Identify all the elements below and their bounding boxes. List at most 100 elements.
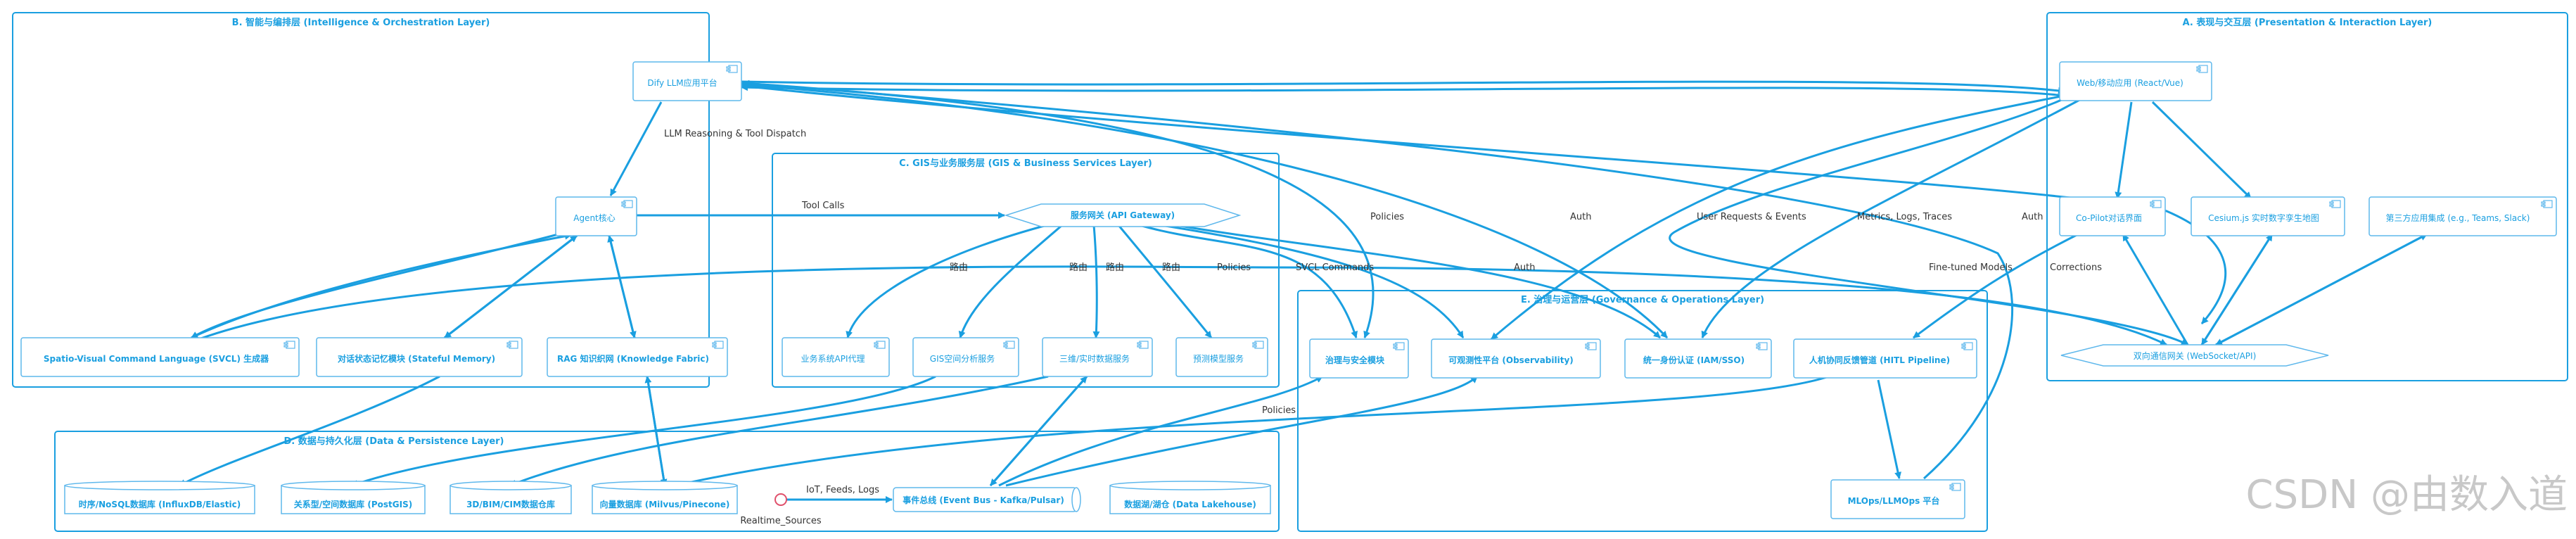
component-icon — [2150, 200, 2162, 208]
label-bim-db: 3D/BIM/CIM数据仓库 — [466, 499, 555, 509]
component-icons — [283, 65, 2553, 491]
edge-label-policies-3: Policies — [1262, 405, 1296, 416]
node-api-gateway — [1004, 203, 1242, 227]
label-realtime-3d: 三维/实时数据服务 — [1059, 353, 1130, 364]
label-third-party: 第三方应用集成 (e.g., Teams, Slack) — [2386, 213, 2530, 223]
label-gis-analysis: GIS空间分析服务 — [930, 353, 995, 364]
label-vector-db: 向量数据库 (Milvus/Pinecone) — [600, 499, 730, 509]
layer-e-box — [1297, 290, 1988, 532]
node-mlops — [1830, 479, 1965, 519]
label-lakehouse: 数据湖/湖仓 (Data Lakehouse) — [1124, 499, 1256, 509]
layer-a-title: A. 表现与交互层 (Presentation & Interaction La… — [2183, 17, 2432, 28]
edge-label-routing-1: 路由 — [950, 262, 968, 273]
node-event-bus — [893, 487, 1081, 512]
edge-label-routing-4: 路由 — [1162, 262, 1180, 273]
layer-b-title: B. 智能与编排层 (Intelligence & Orchestration … — [232, 17, 490, 28]
edge-label-svcl-commands: SVCL Commands — [1296, 262, 1374, 273]
node-bim-db — [449, 481, 572, 514]
node-rag — [547, 337, 728, 377]
label-realtime-sources: Realtime_Sources — [740, 516, 822, 526]
node-memory — [316, 337, 523, 377]
watermark: CSDN @由数入道 — [2246, 472, 2568, 518]
edge-label-policies-1: Policies — [1217, 262, 1251, 273]
label-dify: Dify LLM应用平台 — [647, 77, 717, 88]
label-relational-db: 关系型/空间数据库 (PostGIS) — [294, 499, 412, 509]
label-iam: 统一身份认证 (IAM/SSO) — [1643, 355, 1745, 365]
edge-label-metrics: Metrics, Logs, Traces — [1857, 212, 1952, 222]
edge-label-auth-3: Auth — [2022, 212, 2043, 222]
node-agent — [555, 196, 637, 236]
layer-a-box — [2046, 12, 2568, 381]
layer-d-title: D. 数据与持久化层 (Data & Persistence Layer) — [284, 436, 504, 447]
component-icon — [874, 341, 886, 349]
node-hitl — [1793, 338, 1977, 379]
edge-mlops-dify — [742, 80, 2013, 480]
edge-label-iot: IoT, Feeds, Logs — [806, 485, 879, 495]
component-icon — [1003, 341, 1015, 349]
node-vector-db — [592, 481, 738, 514]
edge-eventbus-3d — [989, 376, 1088, 486]
label-copilot: Co-Pilot对话界面 — [2076, 213, 2142, 223]
edge-web-iam — [1701, 97, 2083, 338]
label-timeseries-db: 时序/NoSQL数据库 (InfluxDB/Elastic) — [79, 499, 241, 509]
label-observability: 可观测性平台 (Observability) — [1448, 355, 1574, 365]
node-iam — [1624, 338, 1772, 379]
label-cesium: Cesium.js 实时数字孪生地图 — [2208, 213, 2319, 223]
node-gis-analysis — [912, 337, 1019, 377]
node-predict — [1175, 337, 1268, 377]
node-copilot — [2059, 196, 2166, 236]
edge-web-observ — [1491, 94, 2069, 341]
edge-gw-observ — [1160, 224, 1465, 338]
edge-third-ws — [2215, 233, 2428, 346]
edge-ws-copilot — [2122, 234, 2189, 345]
node-dify — [632, 61, 742, 101]
label-rag: RAG 知识织网 (Knowledge Fabric) — [557, 353, 709, 364]
edge-gw-predict — [1117, 224, 1213, 338]
component-icon — [621, 200, 633, 208]
label-biz-api: 业务系统API代理 — [801, 353, 865, 364]
node-governance — [1309, 338, 1409, 379]
component-icon — [2541, 200, 2553, 208]
label-api-gateway: 服务网关 (API Gateway) — [1071, 210, 1175, 220]
node-realtime-3d — [1042, 337, 1153, 377]
component-icon — [726, 65, 738, 73]
node-biz-api — [782, 337, 890, 377]
component-icon — [1252, 341, 1264, 349]
edge-hitl-vector — [675, 375, 1830, 488]
component-icon — [1949, 483, 1961, 491]
edge-cesium-ws — [2200, 234, 2274, 345]
component-icon — [1585, 342, 1597, 350]
edge-gw-iam — [1167, 222, 1662, 339]
layer-b-box — [12, 12, 710, 388]
edge-label-user-requests: User Requests & Events — [1697, 212, 1806, 222]
edge-label-tool-calls: Tool Calls — [801, 201, 845, 211]
edge-web-cesium — [2151, 101, 2252, 200]
edge-copilot-hitl — [1913, 231, 2083, 339]
node-observability — [1431, 338, 1601, 379]
edges — [179, 80, 2428, 503]
component-icon — [1756, 342, 1768, 350]
node-third-party — [2368, 196, 2557, 236]
edge-hitl-mlops — [1877, 379, 1902, 479]
edge-svcl-agent — [191, 232, 572, 339]
edge-dify-web — [741, 80, 2065, 94]
edge-gw-governance — [1139, 224, 1358, 338]
edge-dify-agent — [609, 101, 663, 196]
node-cesium — [2191, 196, 2345, 236]
component-icon — [2196, 65, 2208, 73]
label-svcl: Spatio-Visual Command Language (SVCL) 生成… — [44, 353, 269, 364]
node-gateway-ws — [2060, 344, 2329, 367]
edge-svcl-ws — [191, 265, 2167, 346]
edge-label-finetuned: Fine-tuned Models — [1929, 262, 2013, 273]
edge-gis-relational — [351, 375, 936, 487]
edge-web-dify — [741, 84, 2065, 97]
edge-eventbus-governance — [998, 375, 1323, 487]
edge-label-policies-2: Policies — [1370, 212, 1404, 222]
label-web-app: Web/移动应用 (React/Vue) — [2077, 77, 2183, 88]
node-web-app — [2059, 61, 2212, 101]
edge-label-auth-2: Auth — [1570, 212, 1591, 222]
layer-c-title: C. GIS与业务服务层 (GIS & Business Services La… — [899, 158, 1152, 169]
component-icon — [1137, 341, 1149, 349]
edge-label-routing-2: 路由 — [1069, 262, 1088, 273]
